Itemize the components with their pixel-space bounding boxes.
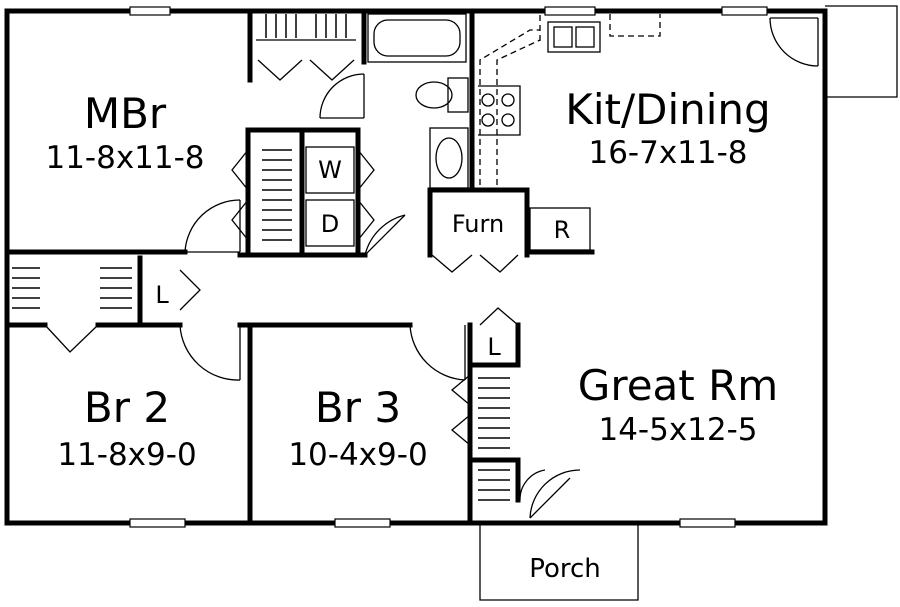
dryer-box [305,199,355,247]
toilet-tank [447,77,469,113]
great-room-dims: 14-5x12-5 [598,412,757,448]
porch: Porch [479,523,639,601]
kitchen-dining-name: Kit/Dining [565,85,770,134]
window-br3 [334,518,391,528]
toilet-bowl [415,81,453,109]
sink-basin [435,137,463,179]
deck [769,5,898,98]
bathroom-fixtures [367,13,469,189]
br3-dims: 10-4x9-0 [288,437,427,473]
br3-linen-label: L [487,333,501,361]
hall-linen-label: L [155,281,169,309]
vanity [429,127,469,189]
mbr-name: MBr [84,89,167,138]
window-great-room [679,518,736,528]
window-kitchen [544,6,596,16]
mbr-dims: 11-8x11-8 [45,140,204,176]
porch-label: Porch [529,554,601,584]
window-br2 [129,518,186,528]
great-room-name: Great Rm [578,361,778,410]
kitchen-dining-dims: 16-7x11-8 [588,135,747,171]
br2-name: Br 2 [84,383,170,432]
exterior-walls [4,8,828,526]
washer-box [305,146,355,194]
bathtub-basin [373,19,461,57]
furnace-label: Furn [452,210,504,238]
closet-shelving [12,14,510,501]
kitchen-sink [547,21,601,53]
br3-name: Br 3 [315,383,401,432]
kitchen-counters [478,14,661,251]
room-labels: MBr 11-8x11-8 Kit/Dining 16-7x11-8 Br 2 … [45,85,778,473]
doors [179,73,581,519]
windows [129,6,768,528]
fixture-labels: W D Furn R L L [155,146,571,361]
washer-label: W [318,156,342,184]
window-dining [721,6,768,16]
br2-dims: 11-8x9-0 [57,437,196,473]
bathtub [367,13,467,63]
dryer-label: D [321,210,339,238]
refrigerator [529,207,591,251]
window-mbr [129,6,171,16]
refrigerator-label: R [554,216,571,244]
